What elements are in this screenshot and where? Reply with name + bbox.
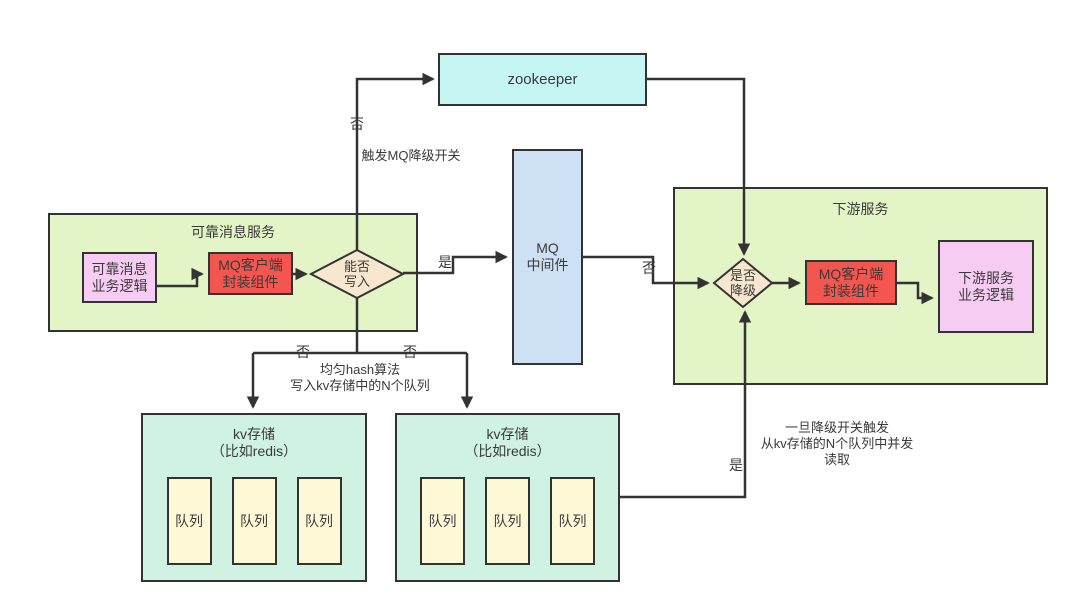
kv-store-1-queues: 队列 队列 队列 (143, 477, 365, 565)
queue-node: 队列 (420, 477, 465, 565)
queue-label: 队列 (175, 512, 203, 529)
reliable-service-title: 可靠消息服务 (191, 224, 275, 240)
kv-store-2-line2: （比如redis） (464, 443, 551, 459)
edge-label-no-branch-right: 否 (403, 344, 417, 360)
edge-label-yes-to-mq: 是 (438, 254, 452, 270)
zookeeper-node: zookeeper (438, 53, 647, 106)
annotation-hash-line2: 写入kv存储中的N个队列 (290, 378, 430, 393)
queue-node: 队列 (485, 477, 530, 565)
reliable-logic-line1: 可靠消息 (91, 260, 148, 277)
reliable-logic-node: 可靠消息 业务逻辑 (82, 252, 157, 303)
queue-label: 队列 (493, 512, 522, 529)
queue-label: 队列 (428, 512, 457, 529)
edge-label-no-to-degrade: 否 (642, 260, 656, 276)
queue-node: 队列 (550, 477, 595, 565)
annotation-hash-write: 均匀hash算法 写入kv存储中的N个队列 (290, 362, 429, 394)
mq-client-right-line1: MQ客户端 (818, 265, 884, 282)
edge-label-no-to-zookeeper: 否 (350, 116, 364, 132)
downstream-service-title: 下游服务 (832, 201, 889, 217)
degrade-check-line2: 降级 (729, 283, 757, 298)
queue-label: 队列 (558, 512, 587, 529)
downstream-logic-node: 下游服务 业务逻辑 (938, 240, 1034, 333)
mq-client-left-node: MQ客户端 封装组件 (208, 252, 293, 295)
annotation-degrade-read: 一旦降级开关触发 从kv存储的N个队列中并发 读取 (761, 420, 913, 468)
annotation-read-line1: 一旦降级开关触发 (784, 420, 890, 435)
can-write-label: 能否 写入 (344, 259, 370, 289)
kv-store-2-container: kv存储 （比如redis） 队列 队列 队列 (395, 413, 620, 582)
zookeeper-label: zookeeper (507, 71, 578, 88)
kv-store-2-line1: kv存储 (486, 426, 529, 442)
mq-client-left-line1: MQ客户端 (218, 256, 283, 273)
annotation-read-line2: 从kv存储的N个队列中并发 (760, 436, 914, 451)
annotation-hash-line1: 均匀hash算法 (319, 362, 401, 377)
kv-store-1-line1: kv存储 (233, 426, 275, 442)
mq-client-right-node: MQ客户端 封装组件 (805, 260, 897, 305)
mq-client-right-line2: 封装组件 (823, 282, 879, 299)
reliable-logic-line2: 业务逻辑 (91, 277, 148, 294)
queue-node: 队列 (231, 477, 277, 565)
degrade-check-label: 是否 降级 (730, 268, 756, 298)
kv-store-1-line2: （比如redis） (210, 443, 298, 459)
downstream-logic-line1: 下游服务 (958, 269, 1014, 286)
queue-label: 队列 (305, 512, 333, 529)
can-write-line2: 写入 (343, 274, 371, 289)
annotation-trigger-switch: 触发MQ降级开关 (361, 148, 461, 163)
mq-middleware-line1: MQ (536, 240, 559, 256)
edge-canwrite-yes-to-mq (403, 250, 508, 275)
can-write-line1: 能否 (343, 259, 371, 274)
mq-client-left-line2: 封装组件 (222, 273, 279, 290)
downstream-logic-line2: 业务逻辑 (958, 286, 1014, 303)
queue-label: 队列 (240, 512, 268, 529)
edge-label-yes-from-kv: 是 (729, 457, 743, 473)
annotation-read-line3: 读取 (823, 452, 851, 467)
edge-label-no-branch-left: 否 (296, 344, 310, 360)
mq-middleware-line2: 中间件 (526, 257, 569, 273)
queue-node: 队列 (166, 477, 212, 565)
mq-middleware-node: MQ 中间件 (512, 149, 583, 365)
kv-store-1-container: kv存储 （比如redis） 队列 队列 队列 (141, 413, 367, 582)
kv-store-2-queues: 队列 队列 队列 (397, 477, 618, 565)
degrade-check-line1: 是否 (729, 268, 757, 283)
queue-node: 队列 (296, 477, 342, 565)
